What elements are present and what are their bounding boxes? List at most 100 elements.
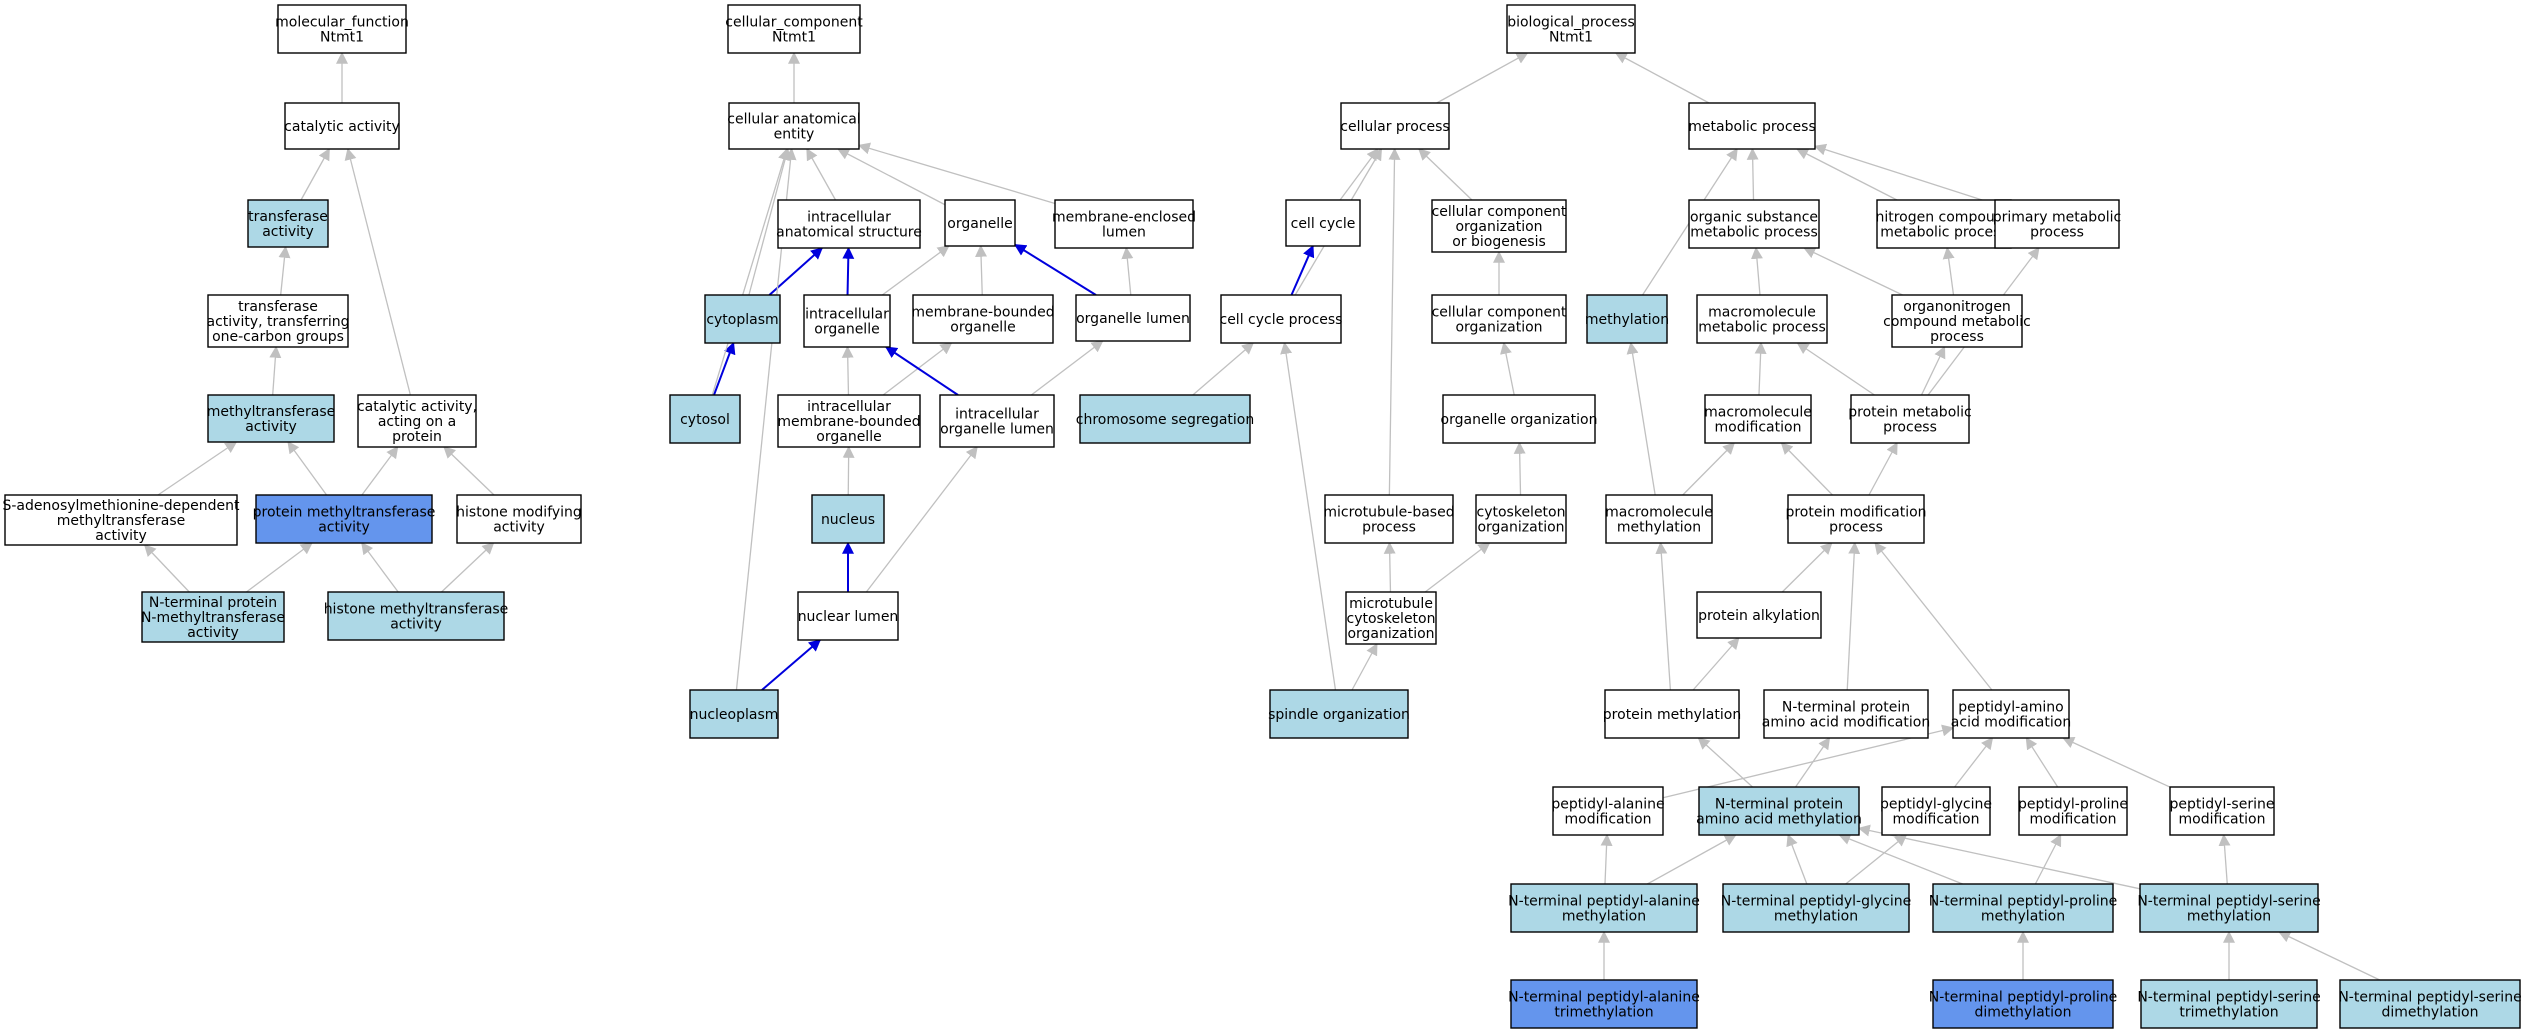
node-box [1324, 494, 1454, 544]
edge-organelle_organization-to-cc_organization [1500, 341, 1515, 396]
node-methylation: methylation [1585, 294, 1669, 344]
node-box [1506, 4, 1636, 54]
node-label-line: activity, transferring [207, 314, 350, 330]
node-label-line: metabolic process [1688, 119, 1816, 135]
node-label-line: compound metabolic [1883, 314, 2031, 330]
node-label-line: process [1930, 329, 1984, 345]
edge-nterm_nmethyltransferase-to-sam_methyltransferase [143, 544, 190, 593]
edge-mt_cytoskeleton_org-to-microtubule_based [1383, 541, 1396, 593]
node-label-line: organelle [950, 320, 1015, 336]
node-box [1345, 591, 1437, 645]
node-box [2339, 979, 2521, 1029]
node-label-line: modification [2030, 812, 2117, 828]
node-label-line: nucleoplasm [690, 707, 779, 723]
node-label-line: organization [1455, 320, 1542, 336]
edge-organelle-to-cellular_anatomical_entity [837, 148, 946, 206]
node-cytosol: cytosol [669, 394, 741, 444]
edge-cytoplasm-to-cellular_anatomical_entity [748, 147, 791, 296]
edge-organelle_lumen-to-organelle [1013, 243, 1097, 296]
node-box [1269, 689, 1409, 739]
node-box [1510, 883, 1698, 933]
edge-cell_cycle-to-cellular_process [1339, 148, 1379, 201]
node-label-line: histone modifying [456, 505, 582, 521]
edge-nterm_alanine_methylation-to-peptidyl_alanine_mod [1600, 833, 1613, 885]
node-label-line: protein alkylation [1698, 608, 1820, 624]
node-label-line: process [1362, 520, 1416, 536]
edge-sam_methyltransferase-to-methyltransferase_activity [157, 441, 238, 496]
node-label-line: intracellular [807, 210, 891, 226]
node-label-line: dimethylation [2382, 1005, 2479, 1021]
node-label-line: lumen [1102, 225, 1146, 241]
node-label-line: activity [390, 617, 442, 633]
edge-nterm_nmethyltransferase-to-protein_methyltransferase [246, 542, 313, 593]
edge-protein_metabolic-to-macromolecule_metabolic [1796, 342, 1875, 396]
node-label-line: protein [392, 429, 442, 445]
node-box [689, 689, 779, 739]
node-box [327, 591, 505, 641]
node-label-line: process [2030, 225, 2084, 241]
node-box [1054, 199, 1194, 249]
node-box [141, 591, 285, 643]
node-label-line: cytosol [680, 412, 730, 428]
node-label-line: anatomical structure [776, 225, 922, 241]
node-box [1876, 199, 2012, 249]
node-label-line: modification [1715, 420, 1802, 436]
node-nucleus: nucleus [811, 494, 885, 544]
node-label-line: cellular anatomical [727, 112, 860, 128]
node-box [811, 494, 885, 544]
node-box [1604, 689, 1740, 739]
node-label-line: methylation [1774, 909, 1858, 925]
node-label-line: Ntmt1 [772, 30, 816, 46]
edge-catalytic_on_protein-to-catalytic_activity [344, 147, 412, 396]
node-box [4, 494, 238, 546]
node-label-line: cytoskeleton [1477, 505, 1566, 521]
node-label-line: activity [245, 419, 297, 435]
edge-spindle_organization-to-mt_cytoskeleton_org [1351, 642, 1378, 691]
edge-protein_metabolic-to-organonitrogen_metabolic [1920, 345, 1946, 396]
edge-nitrogen_compound_metabolic-to-metabolic_process [1795, 148, 1898, 201]
node-label-line: membrane-bounded [911, 305, 1054, 321]
node-spindle-organization: spindle organization [1268, 689, 1410, 739]
node-box [1850, 394, 1970, 444]
edge-nterm_serine_methylation-to-nterm_protein_aa_methylation [1857, 824, 2141, 890]
node-label-line: transferase [248, 209, 328, 225]
node-label-line: methyltransferase [57, 513, 186, 529]
edge-organelle_lumen-to-membrane_enclosed_lumen [1121, 246, 1134, 296]
edge-spindle_organization-to-cell_cycle_process [1280, 341, 1337, 691]
edge-transferase_one_carbon-to-transferase_activity [278, 245, 291, 296]
node-label-line: trimethylation [2179, 1005, 2278, 1021]
edge-protein_modification-to-macromolecule_modification [1780, 442, 1833, 496]
edge-cytosol-to-cellular_anatomical_entity [711, 147, 790, 396]
node-cell-cycle: cell cycle [1285, 199, 1361, 247]
node-label-line: methylation [2187, 909, 2271, 925]
node-label-line: N-terminal peptidyl-proline [1929, 894, 2118, 910]
edge-intra_membrane_bounded_organelle-to-intracellular_organelle [841, 345, 854, 396]
node-box [912, 294, 1054, 344]
edge-methyltransferase_activity-to-transferase_one_carbon [269, 345, 282, 396]
node-label-line: macromolecule [1605, 505, 1713, 521]
edge-protein_modification-to-protein_metabolic [1868, 441, 1898, 496]
node-label-line: activity [187, 625, 239, 641]
edge-intracellular_organelle_lumen-to-intracellular_organelle [885, 346, 959, 396]
edge-primary_metabolic-to-metabolic_process [1813, 143, 1996, 205]
node-label-line: intracellular [955, 407, 1039, 423]
node-protein-methylation: protein methylation [1603, 689, 1741, 739]
node-label-line: process [1829, 520, 1883, 536]
node-cell-cycle-process: cell cycle process [1220, 294, 1342, 344]
node-label-line: cellular component [1432, 305, 1567, 321]
edge-intracellular_organelle-to-organelle [881, 245, 950, 296]
node-label-line: transferase [238, 299, 318, 315]
node-box [1952, 689, 2070, 739]
node-label-line: organization [1477, 520, 1564, 536]
edge-macromolecule_metabolic-to-organic_substance_metabolic [1750, 246, 1763, 296]
